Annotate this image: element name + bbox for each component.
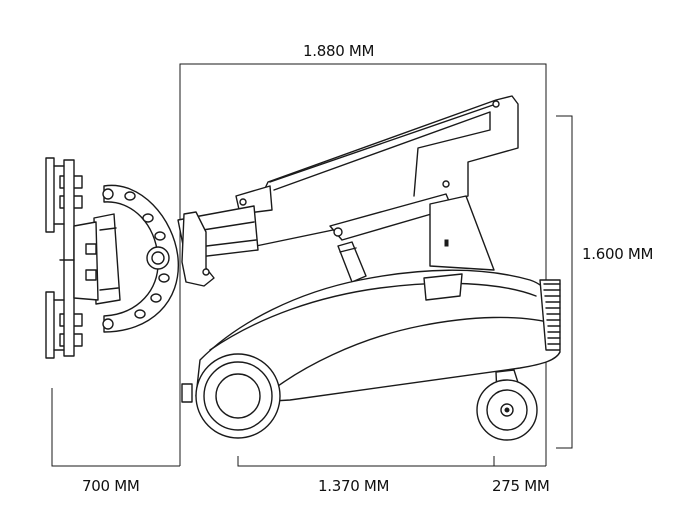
boom-detail (273, 111, 491, 197)
boom-edge (269, 103, 497, 183)
mast-column (429, 195, 495, 271)
hydraulic-cylinder (337, 241, 367, 283)
boom-arm (177, 95, 519, 287)
dim-overall-length-line (179, 63, 547, 466)
boom-pin (442, 180, 450, 188)
ring-slot (134, 309, 146, 319)
mast-mark (444, 239, 449, 247)
suction-frame (45, 157, 99, 359)
suction-pad-bottom (45, 291, 55, 359)
dim-height-line (556, 115, 573, 449)
ring-pin (102, 318, 114, 330)
body-contour-lower (259, 316, 557, 401)
front-wheel (195, 353, 281, 439)
pad-connectors (53, 165, 65, 351)
knuckle-pin (202, 268, 210, 276)
dim-rear-overhang-label: 275 MM (492, 477, 550, 495)
rear-wheel-axle (504, 407, 510, 413)
ring-pin (102, 188, 114, 200)
ring-gear (146, 246, 170, 270)
boom-pin (492, 100, 500, 108)
dimension-lines (51, 63, 573, 467)
front-wheel-hub (215, 373, 261, 419)
suction-pad-top (45, 157, 55, 233)
dim-front-reach-label: 700 MM (82, 477, 140, 495)
body-contour (209, 282, 537, 351)
front-wheel-rim (203, 361, 273, 431)
ring-slot (142, 213, 154, 223)
frame-bolt (85, 269, 97, 281)
main-body (181, 269, 561, 405)
frame-bracket (73, 221, 99, 301)
dim-wheelbase-label: 1.370 MM (318, 477, 390, 495)
dim-wheelbase-line (237, 456, 546, 467)
frame-bolt (85, 243, 97, 255)
dim-height-label: 1.600 MM (582, 245, 654, 263)
cylinder-pin (333, 227, 343, 237)
rear-wheel (476, 369, 538, 441)
rotating-head (93, 184, 179, 333)
cylinder-band (339, 247, 357, 253)
ring-slot (158, 273, 170, 283)
ring-slot (150, 293, 162, 303)
bracket-pin (239, 198, 247, 206)
mount-plate-detail (99, 227, 119, 291)
arm-knuckle (181, 211, 215, 287)
grille-slats (543, 283, 561, 345)
ring-gear-inner (151, 251, 165, 265)
front-bumper (181, 383, 193, 403)
ring-slot (124, 191, 136, 201)
control-panel (423, 273, 463, 301)
ring-slot (154, 231, 166, 241)
dim-overall-length-label: 1.880 MM (303, 42, 375, 60)
frame-beam (63, 159, 75, 357)
dim-front-reach-line (51, 388, 180, 467)
rear-wheel-rim (486, 389, 528, 431)
